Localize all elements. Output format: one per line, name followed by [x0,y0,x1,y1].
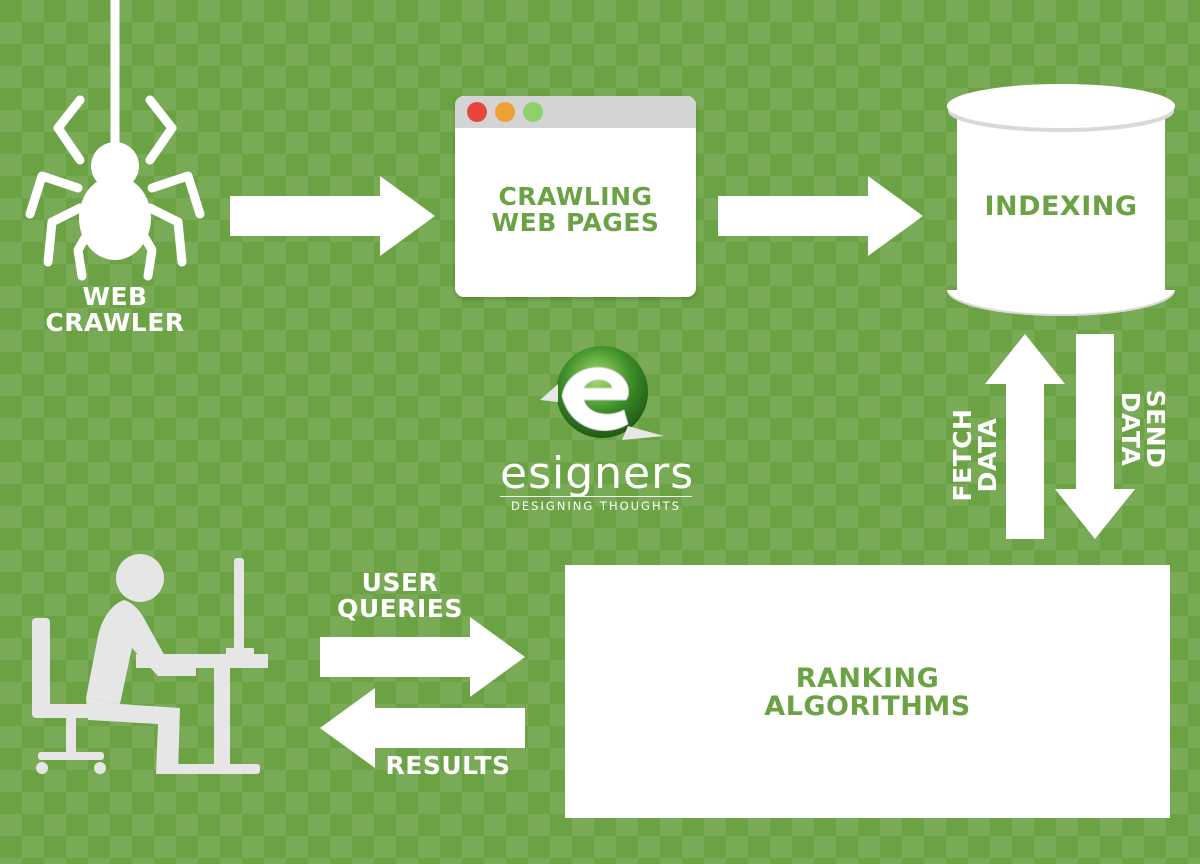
crawling-web-pages-label: CRAWLING WEB PAGES [491,182,660,238]
fetch-data-label: FETCH DATA [948,408,1002,502]
esigners-logo-icon [540,346,664,440]
arrow-send-down [1055,334,1135,539]
arrow-crawling-to-indexing [718,176,923,256]
arrow-fetch-up [985,334,1065,539]
window-maximize-dot [523,102,543,122]
browser-window-icon: CRAWLING WEB PAGES [455,96,696,297]
arrow-crawler-to-crawling [230,176,435,256]
logo-wordmark: esigners [500,448,695,499]
send-data-label: SEND DATA [1116,389,1170,469]
database-cylinder-icon [947,84,1175,128]
user-queries-label: USER QUERIES [337,568,463,623]
arrow-results-left [320,688,525,768]
ranking-algorithms-label: RANKING ALGORITHMS [764,663,971,723]
arrow-queries-right [320,617,525,697]
web-crawler-label: WEB CRAWLER [45,282,185,337]
window-close-dot [467,102,487,122]
user-at-desk-icon [32,554,268,774]
browser-title-bar [455,96,696,128]
indexing-label: INDEXING [984,191,1138,222]
spider-icon [25,0,205,281]
ranking-algorithms-box: RANKING ALGORITHMS [565,565,1170,818]
results-label: RESULTS [385,751,511,780]
window-minimize-dot [495,102,515,122]
logo-tagline: DESIGNING THOUGHTS [500,496,692,513]
database-body [957,100,1165,304]
